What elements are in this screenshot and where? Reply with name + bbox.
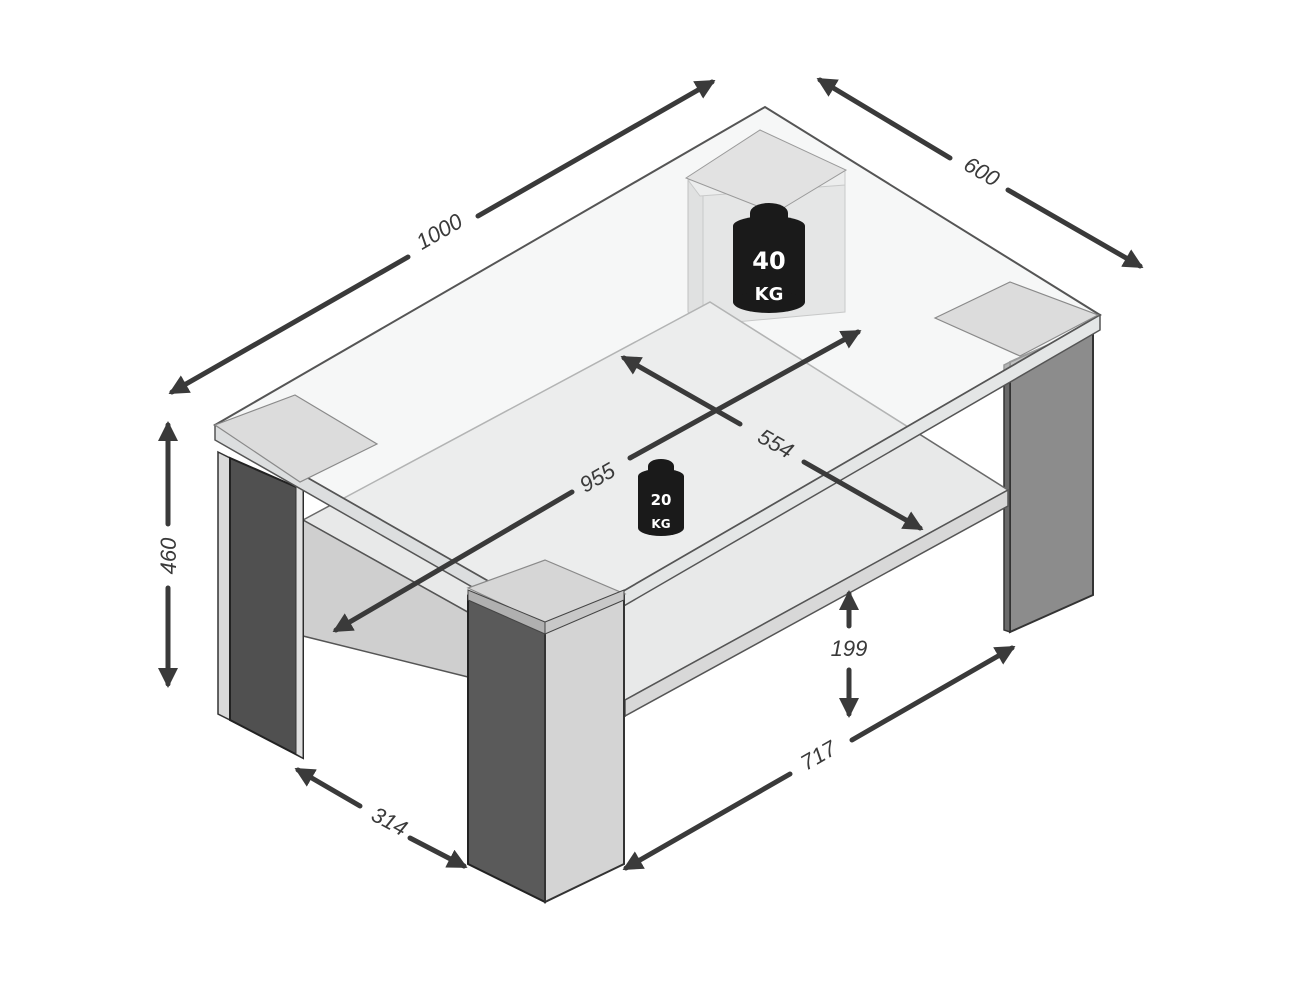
glass-support-pads [213, 129, 1100, 625]
weight-40-value: 40 [752, 247, 785, 275]
dimension-shelf-clearance-label: 199 [831, 636, 868, 661]
dimension-height: 460 [156, 421, 181, 688]
dimension-depth-label: 600 [960, 151, 1005, 191]
weight-20-unit: KG [651, 517, 670, 531]
dimension-shelf-clearance: 199 [831, 590, 868, 718]
weight-20-value: 20 [651, 491, 672, 509]
dimension-depth: 600 [816, 77, 1144, 269]
dimension-height-label: 460 [156, 537, 181, 574]
dimension-leg-spacing-side: 314 [294, 767, 468, 869]
weight-20kg: 20 KG [638, 459, 684, 536]
weight-40kg: 40 KG [733, 203, 805, 313]
front-left-leg [217, 450, 304, 760]
dimension-leg-spacing-front-label: 717 [796, 735, 841, 775]
weight-40-unit: KG [755, 284, 784, 305]
dimension-leg-spacing-side-label: 314 [367, 802, 411, 841]
front-center-leg [467, 589, 625, 904]
dimension-length-label: 1000 [412, 208, 468, 255]
